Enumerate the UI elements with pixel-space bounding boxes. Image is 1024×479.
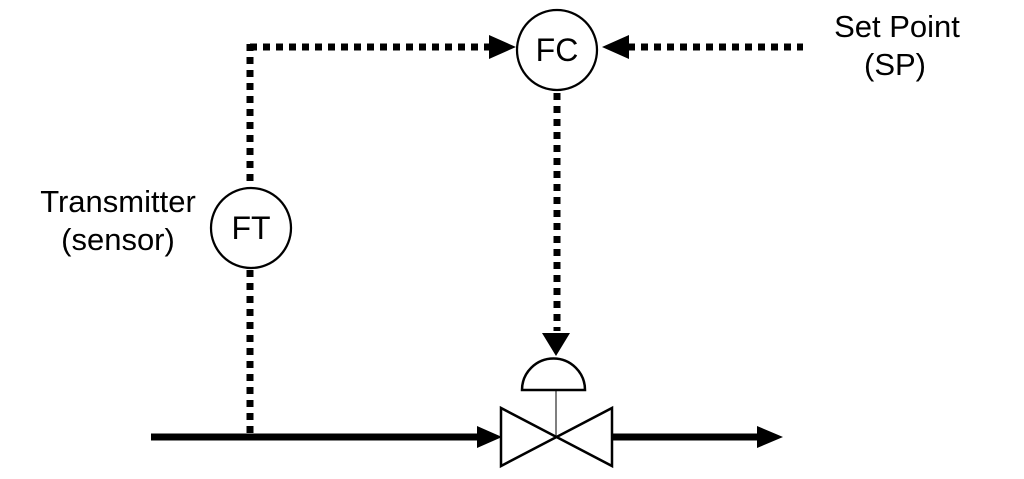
valve-actuator-dome-icon xyxy=(520,357,587,392)
setpoint-label-line1: Set Point xyxy=(834,9,960,44)
arrowhead-into-fc-right-icon xyxy=(602,35,629,59)
pipe-outlet-arrowhead-icon xyxy=(757,426,783,448)
transmitter-label-line1: Transmitter xyxy=(40,184,196,219)
setpoint-label-line2: (SP) xyxy=(864,47,926,82)
arrowhead-into-actuator-icon xyxy=(542,333,570,356)
arrowhead-into-fc-left-icon xyxy=(489,35,516,59)
transmitter-tag: FT xyxy=(231,210,270,246)
controller-tag: FC xyxy=(536,32,579,68)
controller-bubble-icon xyxy=(515,8,599,92)
valve-body-left-triangle-icon xyxy=(499,405,560,469)
transmitter-label-line2: (sensor) xyxy=(61,222,175,257)
valve-body-right-triangle-icon xyxy=(553,405,614,469)
pipe-inlet-arrowhead-icon xyxy=(477,426,502,448)
transmitter-bubble-icon xyxy=(209,186,293,270)
